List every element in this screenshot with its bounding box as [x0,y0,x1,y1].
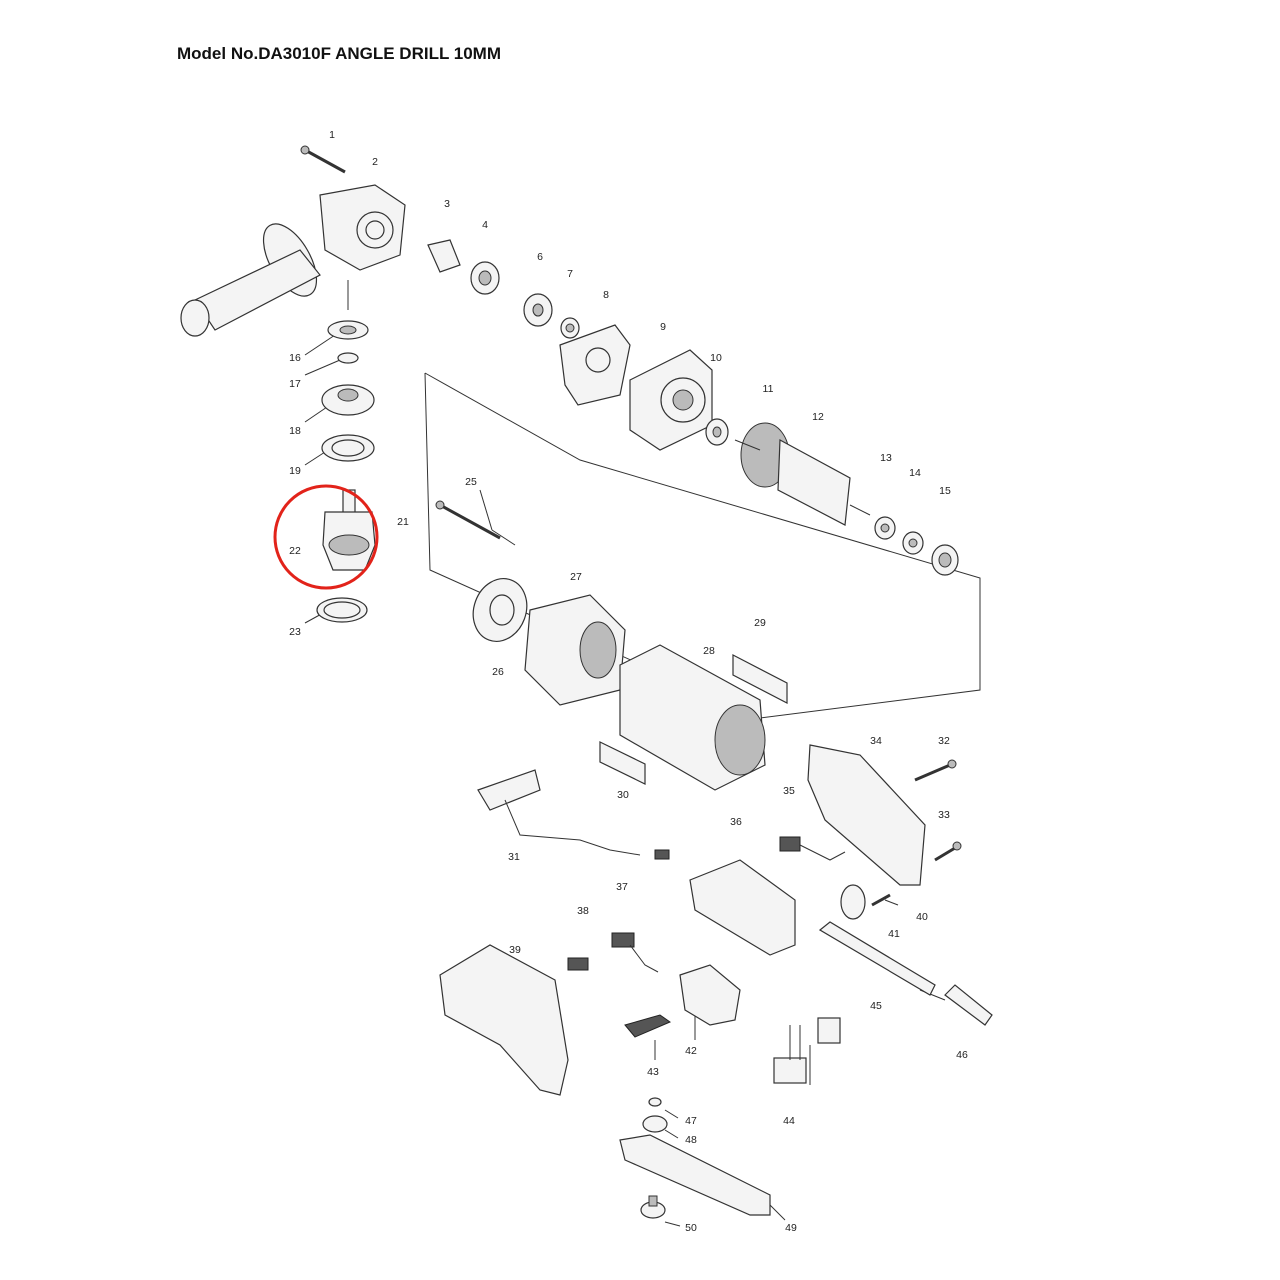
part-47-ring [648,1097,662,1107]
part-12-armature [734,422,871,526]
part-45-strain-relief [818,921,936,996]
part-label-31: 31 [508,851,520,863]
part-15-baffle [931,544,959,576]
part-8-plate [559,324,631,406]
part-26-flange [472,578,528,642]
part-22-spindle-assembly [322,489,376,571]
part-label-1: 1 [329,129,335,141]
part-label-44: 44 [783,1115,795,1127]
part-2-gear-housing [180,184,406,337]
part-43-plate [624,1014,672,1038]
part-18-bevel-gear [321,384,375,416]
part-14-ring [902,531,924,555]
part-7-bearing [560,317,580,339]
part-27-field [524,594,626,706]
part-46-cord [944,984,993,1026]
part-label-9: 9 [660,321,666,333]
part-label-11: 11 [763,383,774,395]
part-label-17: 17 [289,378,301,390]
part-label-47: 47 [685,1115,697,1127]
part-29-label [732,654,788,704]
part-number-labels: 1 2 3 4 6 7 8 9 10 11 12 13 14 15 16 17 … [289,129,968,1234]
part-1-screw [300,145,346,174]
part-label-33: 33 [938,809,950,821]
part-33-screw [934,841,962,862]
part-label-26: 26 [492,666,504,678]
part-49-rear-housing [619,1134,771,1216]
part-label-22: 22 [289,545,301,557]
part-35-switch-lead [779,836,846,861]
part-label-32: 32 [938,735,950,747]
part-34-handle-cover [807,744,926,886]
part-4-bearing [470,261,500,295]
part-label-41: 41 [888,928,900,940]
part-label-42: 42 [685,1045,697,1057]
part-label-4: 4 [482,219,488,231]
part-label-40: 40 [916,911,928,923]
part-label-10: 10 [710,352,722,364]
part-10-bearing [705,418,729,446]
part-label-16: 16 [289,352,301,364]
part-label-14: 14 [909,467,921,479]
part-32-screw [914,759,957,782]
part-label-18: 18 [289,425,301,437]
part-label-29: 29 [754,617,766,629]
part-label-8: 8 [603,289,609,301]
part-6-gear [523,293,553,327]
part-label-28: 28 [703,645,715,657]
part-label-27: 27 [570,571,582,583]
part-label-45: 45 [870,1000,882,1012]
part-label-13: 13 [880,452,892,464]
part-9-bearing-box [629,349,713,451]
part-label-48: 48 [685,1134,697,1146]
part-41-knob [840,884,866,920]
part-16-bearing [327,320,369,340]
part-label-46: 46 [956,1049,968,1061]
part-13-bearing [874,516,896,540]
part-17-ring [337,352,359,364]
part-label-2: 2 [372,156,378,168]
part-label-30: 30 [617,789,629,801]
part-label-25: 25 [465,476,477,488]
part-label-39: 39 [509,944,521,956]
part-28-motor-housing [619,644,766,791]
part-44-noise-suppressor [773,1017,841,1085]
highlight-circle [273,484,379,590]
part-label-49: 49 [785,1222,797,1234]
part-label-3: 3 [444,198,450,210]
part-label-34: 34 [870,735,882,747]
part-label-12: 12 [812,411,824,423]
part-label-36: 36 [730,816,742,828]
part-label-7: 7 [567,268,573,280]
diagram-title: Model No.DA3010F ANGLE DRILL 10MM [177,44,501,63]
part-37-brush-holder [611,932,659,973]
part-label-50: 50 [685,1222,697,1234]
part-label-19: 19 [289,465,301,477]
part-25-bolt [435,500,501,540]
part-19-seal [321,434,375,462]
part-label-6: 6 [537,251,543,263]
part-30-label [599,741,646,785]
part-label-37: 37 [616,881,628,893]
part-48-knob [642,1115,668,1133]
part-50-knob [640,1195,666,1219]
part-38-carbon-brush [567,957,589,971]
part-42-switch [679,964,741,1026]
part-23-ring [316,597,368,623]
part-label-23: 23 [289,626,301,638]
part-label-21: 21 [397,516,409,528]
part-label-43: 43 [647,1066,659,1078]
part-36-switch-base [689,859,796,956]
part-31-cord-guard [477,769,670,860]
part-label-15: 15 [939,485,951,497]
part-label-38: 38 [577,905,589,917]
part-39-housing-cover [439,944,569,1096]
part-3-pinion [427,239,461,273]
part-40-screw [871,893,891,907]
part-label-35: 35 [783,785,795,797]
